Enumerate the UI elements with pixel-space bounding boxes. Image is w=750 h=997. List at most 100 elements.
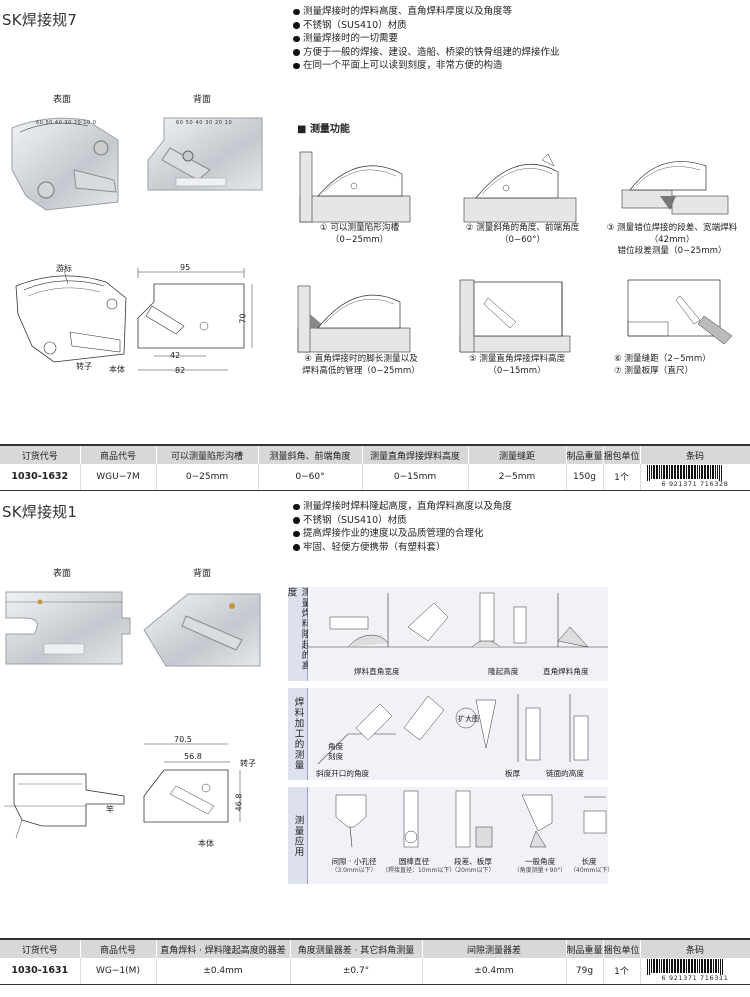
function-caption-5: ⑤ 测量直角焊接焊料高度 （0−15mm） xyxy=(452,354,582,377)
barcode-number: 6 921371 716328 xyxy=(661,480,729,489)
barcode-bar xyxy=(688,959,690,974)
diagram-label: 斜度开口的角度 xyxy=(316,769,370,778)
diagram-label: 扩大图 xyxy=(458,715,479,723)
dim-inner: 42 xyxy=(170,351,181,360)
barcode-bar xyxy=(721,465,722,482)
caption-line: （40mm以下） xyxy=(570,867,614,874)
barcode-bar xyxy=(707,959,709,974)
application-caption: 一般角度 （角度测量＋90°） xyxy=(508,857,572,875)
barcode-bar xyxy=(680,465,682,480)
application-caption: 段差、板厚 （20mm以下） xyxy=(448,857,498,875)
function-diagram-2 xyxy=(462,146,582,226)
gauge-photo-front xyxy=(6,110,126,220)
feature-item: 不锈钢（SUS410）材质 xyxy=(292,514,512,528)
barcode-bar xyxy=(663,465,665,480)
measure-heading: ■ 测量功能 xyxy=(297,124,350,135)
header-cell: 条码 xyxy=(640,445,750,464)
barcode-bar xyxy=(669,959,670,974)
barcode xyxy=(647,465,722,482)
header-cell: 订货代号 xyxy=(0,445,81,464)
barcode-bar xyxy=(710,465,711,480)
section-strip-2: 角度 刻度 斜度开口的角度 扩大图 板厚 链面的高度 xyxy=(308,688,608,780)
caption-line: 间隙 · 小孔径 xyxy=(331,857,377,866)
barcode-bar xyxy=(653,465,655,480)
barcode-bar xyxy=(649,465,650,482)
barcode-bar xyxy=(697,959,698,974)
table-row: 1030-1631 WG−1(M) ±0.4mm ±0.7° ±0.4mm 79… xyxy=(0,958,750,985)
order-code: 1030-1632 xyxy=(0,464,81,491)
barcode-bar xyxy=(677,959,679,974)
barcode-bar xyxy=(669,465,670,480)
table-cell: WGU−7M xyxy=(80,464,157,491)
barcode-bar xyxy=(653,959,655,974)
barcode-bar xyxy=(717,465,718,480)
barcode-bar xyxy=(691,959,693,974)
application-caption: 长度 （40mm以下） xyxy=(570,857,614,875)
header-cell: 制品重量 xyxy=(566,445,604,464)
barcode-bar xyxy=(715,465,716,480)
dim-width: 70.5 xyxy=(174,735,192,744)
diagram-label: 刻度 xyxy=(328,752,344,761)
barcode-bar xyxy=(722,959,723,976)
barcode-bar xyxy=(656,465,658,480)
caption-line: （0−15mm） xyxy=(488,365,546,376)
barcode-bar xyxy=(677,465,679,480)
diagram-label: 焊料直角宽度 xyxy=(354,667,400,676)
barcode-bar xyxy=(674,959,676,974)
label-blade: 竿 xyxy=(106,805,114,814)
function-caption-2: ② 测量斜角的角度、前端角度 （0−60°） xyxy=(450,223,595,246)
header-cell: 订货代号 xyxy=(0,939,81,958)
barcode-bar xyxy=(715,959,717,974)
spec-table-1: 订货代号 商品代号 可以测量陷形沟槽 测量斜角、前端角度 测量直角焊接焊料高度 … xyxy=(0,444,750,491)
feature-item: 在同一个平面上可以读到刻度，非常方便的构造 xyxy=(292,59,560,73)
caption-line: 错位段差测量（0−25mm） xyxy=(617,246,727,256)
barcode-bar xyxy=(712,465,714,480)
barcode-bar xyxy=(710,959,712,974)
header-cell: 条码 xyxy=(640,939,750,958)
photo-back-label: 背面 xyxy=(193,95,212,105)
section-tab-3: 测量应用 xyxy=(288,787,308,884)
feature-item: 测量焊接时的一切需要 xyxy=(292,32,560,46)
header-cell: 测量斜角、前端角度 xyxy=(258,445,363,464)
caption-line: ⑤ 测量直角焊接焊料高度 xyxy=(468,354,566,364)
header-cell: 测量缝距 xyxy=(468,445,567,464)
barcode-bar xyxy=(656,959,658,974)
table-cell: ±0.7° xyxy=(290,958,423,985)
barcode-bar xyxy=(683,465,685,480)
feature-item: 提高焊接作业的速度以及品质管理的合理化 xyxy=(292,527,512,541)
caption-line: ⑥ 测量缝距（2−5mm） xyxy=(614,354,711,364)
label-cursor: 游标 xyxy=(56,264,72,273)
caption-line: （42mm） xyxy=(649,234,695,245)
header-cell: 捆包单位 xyxy=(603,939,641,958)
caption-line: ② 测量斜角的角度、前端角度 xyxy=(465,223,580,233)
barcode-bar xyxy=(649,959,650,976)
feature-item: 测量焊接时的焊料高度、直角焊料厚度以及角度等 xyxy=(292,5,560,19)
photo-front-label: 表面 xyxy=(53,569,72,579)
diagram-label: 隆起高度 xyxy=(488,667,519,676)
barcode-bar xyxy=(671,959,673,974)
table-cell: 1个 xyxy=(603,464,641,491)
table-header-row: 订货代号 商品代号 直角焊料 · 焊料隆起高度的器差 角度测量器差 · 其它斜角… xyxy=(0,939,750,958)
header-cell: 商品代号 xyxy=(80,939,157,958)
caption-line: 焊料高低的管理（0−25mm） xyxy=(302,365,420,376)
feature-item: 不锈钢（SUS410）材质 xyxy=(292,19,560,33)
dim-height: 46.8 xyxy=(234,793,244,812)
section-label: 焊料加工的测量 xyxy=(292,697,304,771)
photo-back-label: 背面 xyxy=(193,569,212,579)
table-cell: 79g xyxy=(566,958,604,985)
diagram-label: 板厚 xyxy=(505,769,521,778)
caption-line: 圆棒直径 xyxy=(398,857,430,866)
caption-line: （0−60°） xyxy=(499,234,546,245)
function-diagram-1 xyxy=(298,146,418,226)
dim-bottom: 82 xyxy=(175,366,186,375)
barcode-cell: 6 921371 716311 xyxy=(640,958,750,985)
caption-line: 一般角度 xyxy=(524,857,556,866)
table-cell: 0−60° xyxy=(258,464,363,491)
barcode-bar xyxy=(697,465,698,480)
table-row: 1030-1632 WGU−7M 0−25mm 0−60° 0−15mm 2−5… xyxy=(0,464,750,491)
barcode-bar xyxy=(651,959,652,974)
barcode-bar xyxy=(663,959,665,974)
gauge-photo-back xyxy=(142,588,270,672)
barcode-bar xyxy=(666,959,668,974)
dim-width: 95 xyxy=(180,263,191,272)
